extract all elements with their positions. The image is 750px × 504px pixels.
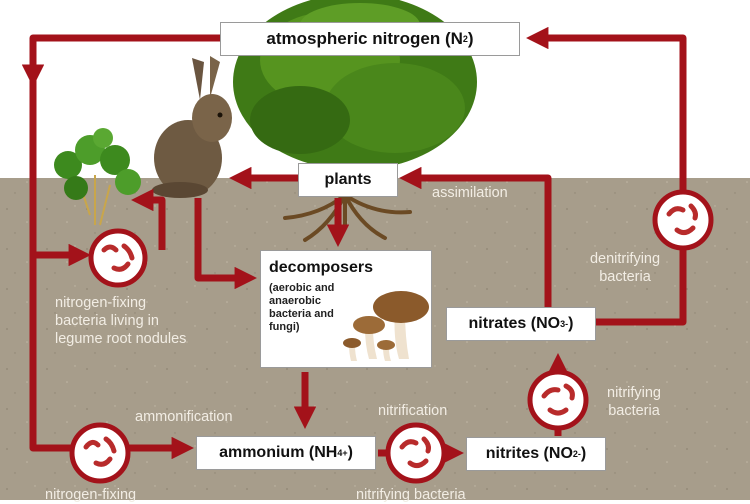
bacteria-nitrifying-right [527,369,589,431]
nitrifying-label: nitrifying bacteria [592,384,676,420]
nitrites-sub: 2 [572,449,578,459]
nitrites-text: nitrites (NO [485,445,573,462]
plants-text: plants [324,171,372,188]
nodules-line-3: legume root nodules [55,331,187,347]
nodules-line-2: bacteria living in [55,313,159,329]
decomposers-subtitle: (aerobic and anaerobic bacteria and fung… [269,282,335,333]
plants-box: plants [298,163,398,197]
bacteria-denitrifying [652,189,714,251]
nitrates-sup: - [565,319,569,329]
ammonium-close: ) [347,444,353,461]
decomposers-box: decomposers (aerobic and anaerobic bacte… [260,250,432,368]
bottom-left-label: nitrogen-fixing [45,487,137,503]
atmospheric-text: atmospheric nitrogen (N [266,29,463,48]
nitrites-close: ) [580,445,587,462]
nitrates-text: nitrates (NO [468,315,561,332]
atmospheric-close: ) [467,29,474,48]
nitrification-label: nitrification [378,403,448,419]
nodules-label: nitrogen-fixing bacteria living in legum… [55,294,186,348]
nitrifying-line-1: nitrifying [607,385,661,401]
denitrifying-line-1: denitrifying [589,251,661,267]
ammonium-sup: + [342,448,348,458]
atmospheric-sub: 2 [462,34,468,44]
nitrifying-line-2: bacteria [608,403,660,419]
ammonification-label: ammonification [135,409,233,425]
bacteria-ammonification [69,422,131,484]
ammonium-text: ammonium (NH [219,444,338,461]
bottom-center-label: nitrifying bacteria [356,487,466,503]
decomposers-title: decomposers [269,259,374,276]
arrow-nodules-to-clover [131,188,166,250]
arrow-atmospheric-to-left [21,34,220,87]
nitrites-sup: - [577,449,581,459]
nitrates-close: ) [568,315,574,332]
arrow-denitrification [526,26,687,326]
bacteria-nitrification [385,422,447,484]
bacteria-icon [69,189,714,484]
arrow-left-to-ammonium [29,78,194,460]
denitrifying-label: denitrifying bacteria [570,250,680,286]
bacteria-nodules [88,228,148,288]
mushrooms-icon [343,291,429,361]
ammonium-sub: 4 [337,448,343,458]
nitrates-sub: 3 [560,319,566,329]
assimilation-label: assimilation [432,185,508,201]
rabbit-icon [152,56,232,198]
clover-icon [54,128,141,226]
nodules-line-1: nitrogen-fixing [55,295,147,311]
arrow-nitrates-to-plants [399,166,552,308]
denitrifying-line-2: bacteria [599,269,651,285]
arrow-rabbit-to-decomposers [194,198,257,290]
